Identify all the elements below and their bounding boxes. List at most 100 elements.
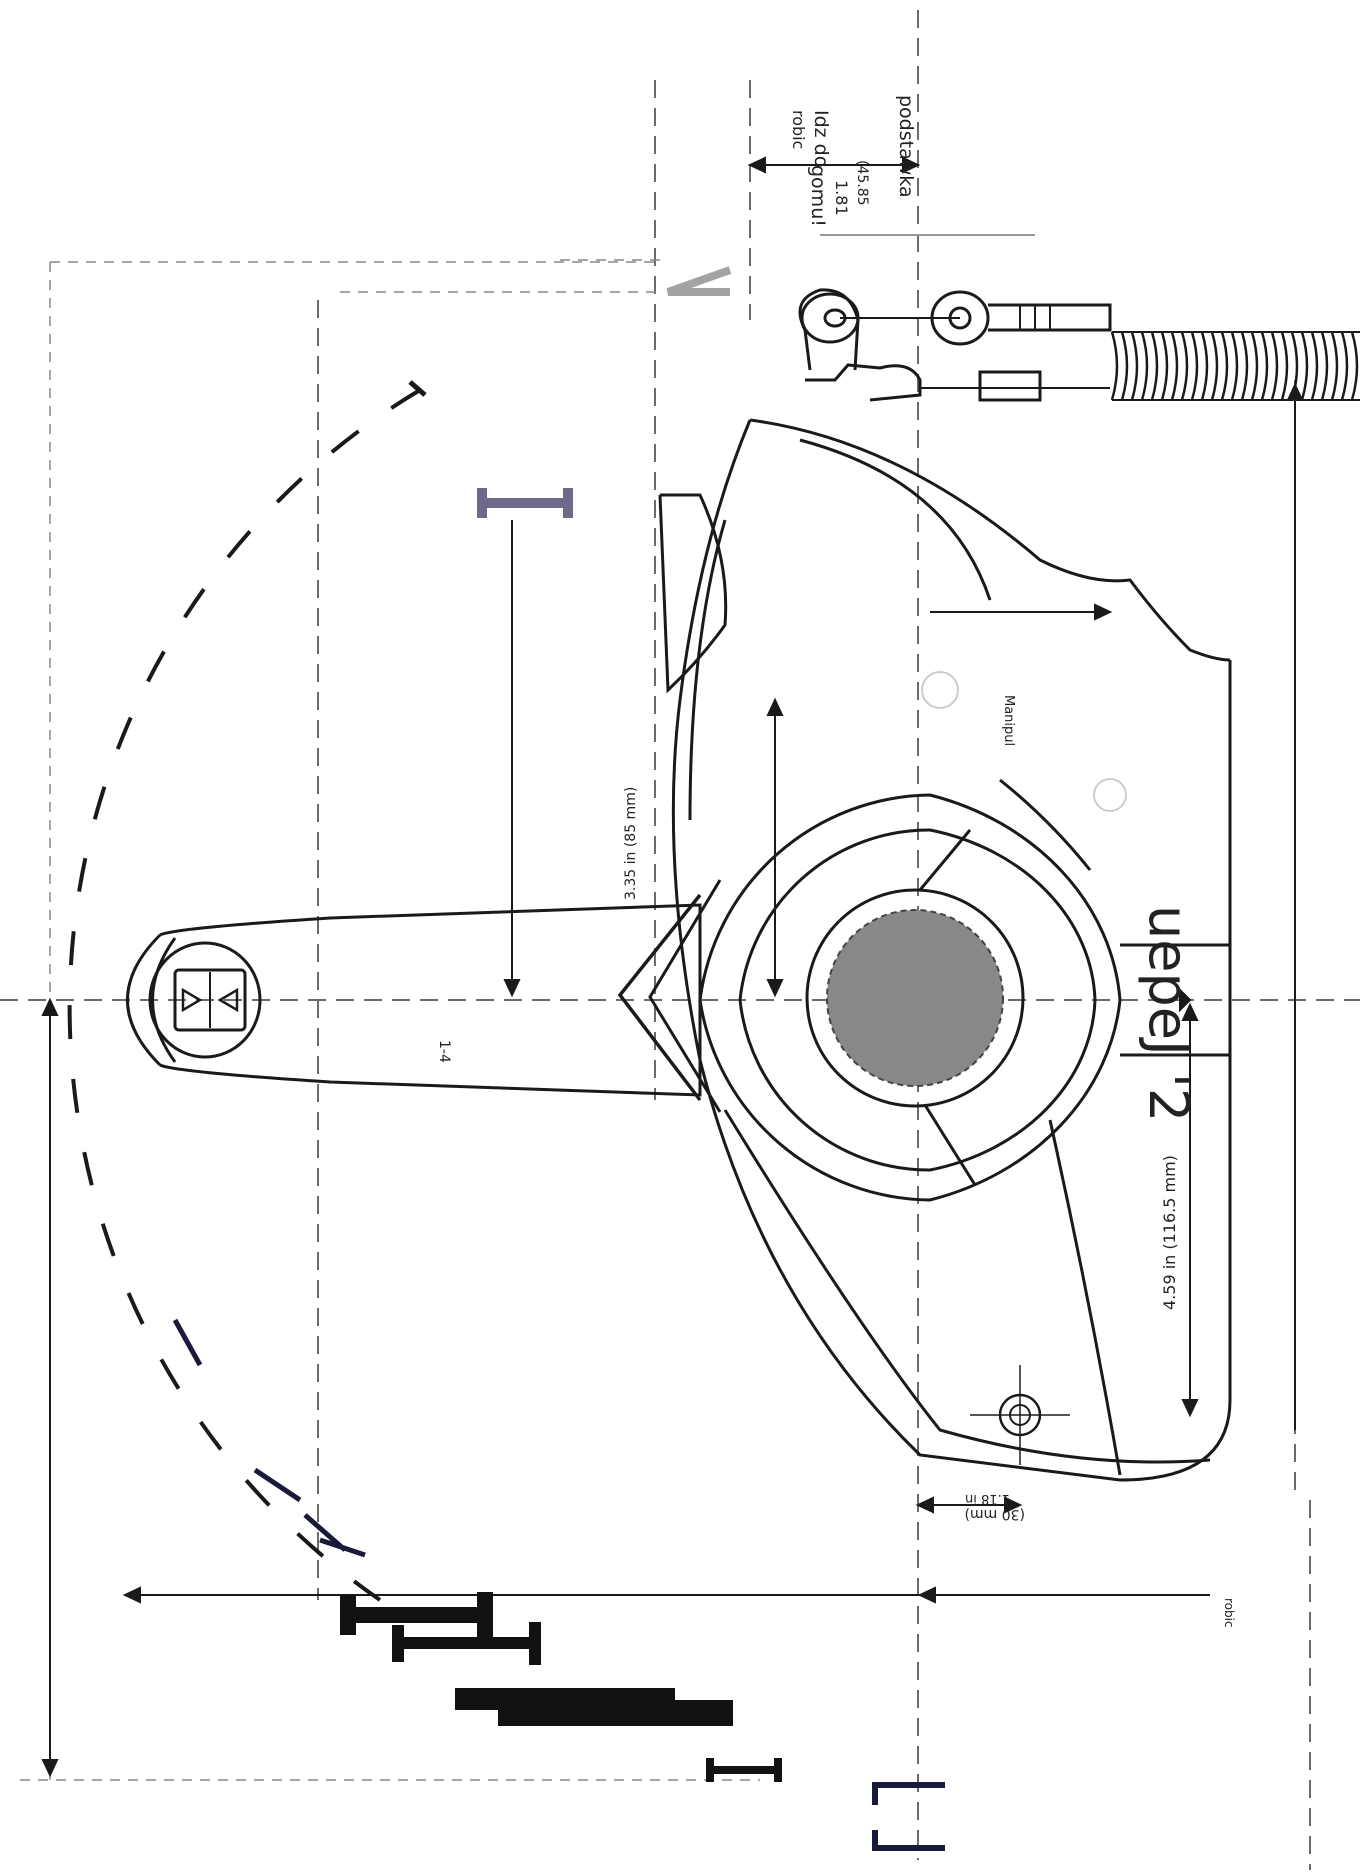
grip-arrow-right-icon	[217, 987, 239, 1013]
purple-marker	[477, 488, 573, 518]
black-marker-3	[706, 1758, 782, 1782]
hub-spoke-bottom	[923, 1104, 977, 1186]
housing-foot	[1120, 943, 1232, 1057]
housing-outline	[671, 419, 1232, 1482]
coil-loop	[1260, 331, 1269, 401]
coil-loop	[1120, 331, 1129, 401]
marker-artifacts	[172, 266, 945, 1851]
label-big: uepeJ '2	[1137, 905, 1200, 1122]
label-top-right-a: Idz do	[810, 110, 832, 167]
coil-loop	[1280, 331, 1289, 401]
label-small-bottom: robic	[1222, 1598, 1236, 1628]
hub-spoke-top	[918, 829, 972, 891]
coil-loop	[1270, 331, 1279, 401]
hub-middle-ring	[738, 828, 1097, 1172]
coil-loop	[1310, 331, 1319, 401]
coil-loop	[1160, 331, 1169, 401]
coil-loop	[1210, 331, 1219, 401]
dim-right-arrow-t	[1181, 1002, 1199, 1021]
housing-left-inner	[688, 519, 727, 821]
cord-sleeve	[978, 370, 1042, 402]
coil-loop	[1340, 331, 1349, 401]
hub-inner-ring	[805, 888, 1025, 1108]
label-top-right-b: podstawka	[895, 95, 917, 198]
control-housing	[658, 418, 1232, 1482]
hub	[698, 793, 1122, 1202]
dim-center-arrow-t	[766, 697, 784, 716]
dim-fin-arrow	[1094, 603, 1113, 621]
label-dim-top-mm: (45.85	[854, 160, 870, 206]
key-teeth	[1019, 305, 1051, 330]
label-dim-center: 3.35 in (85 mm)	[623, 787, 639, 900]
hub-outer-ring	[698, 793, 1122, 1202]
switch-body	[805, 363, 922, 402]
labels: Idz do podstawka robic gomu! 1.81 (45.85…	[436, 95, 1236, 1628]
label-manual: Manipul	[1001, 695, 1016, 746]
coiled-cord	[1110, 331, 1360, 401]
label-dim-bottom-left: (30 mm)	[965, 1506, 1025, 1522]
coil-loop	[1230, 331, 1239, 401]
grip-button	[173, 968, 247, 1032]
label-small-left: 1-4	[436, 1040, 452, 1063]
arc-tick-4	[319, 1537, 366, 1558]
coil-loop	[1250, 331, 1259, 401]
grip-ring	[148, 941, 262, 1059]
safety-lanyard	[798, 288, 1112, 402]
coil-loop	[1110, 331, 1119, 401]
lever-grip	[148, 941, 262, 1059]
dim-left-arrow-b	[503, 979, 521, 998]
label-dim-right: 4.59 in (116.5 mm)	[1160, 1155, 1179, 1310]
mounting-screw	[970, 1365, 1070, 1465]
label-top-right-d: gomu!	[807, 165, 829, 227]
dim-bottom-small-arrow-l	[915, 1496, 934, 1514]
black-marker-1	[340, 1592, 493, 1640]
housing-top-inner	[799, 438, 992, 601]
dim-far-right-arrow	[1286, 382, 1304, 401]
coil-loop	[1180, 331, 1189, 401]
housing-mark-2	[1093, 778, 1127, 812]
arc-start-tick	[408, 380, 427, 397]
coil-loop	[1140, 331, 1149, 401]
housing-top-edge	[749, 418, 1231, 662]
dimensions	[41, 156, 1304, 1778]
coil-loop	[1220, 331, 1229, 401]
housing-bottom-inner	[723, 1109, 1211, 1464]
key-bow	[930, 290, 990, 346]
housing-fin	[658, 493, 728, 694]
coil-loop	[1300, 331, 1309, 401]
coil-loop	[1170, 331, 1179, 401]
dim-top-arrow-r	[902, 156, 921, 174]
lever-arm	[126, 879, 722, 1113]
coil-loop	[1320, 331, 1329, 401]
swing-arc	[67, 388, 422, 1602]
housing-rib-top	[999, 778, 1092, 871]
dim-bottom-long-arrow-l	[122, 1586, 141, 1604]
dim-bottom-long-arrow-m	[917, 1586, 936, 1604]
lever-chevron-inner	[648, 879, 722, 1113]
gray-marker	[666, 266, 732, 296]
label-dim-bottom-left-in: 1.18 in	[965, 1491, 1010, 1506]
coil-loop	[1190, 331, 1199, 401]
housing-mark-1	[921, 671, 959, 709]
lever-tip-inner	[151, 937, 177, 1063]
grip-arrow-left-icon	[181, 987, 203, 1013]
black-bar-2	[498, 1700, 733, 1726]
dim-center-arrow-b	[766, 979, 784, 998]
hub-shaft	[826, 909, 1004, 1087]
coil-loop	[1150, 331, 1159, 401]
dim-left-long-arrow-b	[41, 1759, 59, 1778]
lever-tip-outer	[126, 933, 162, 1067]
coil-edge	[1112, 331, 1360, 401]
arc-tick-2	[253, 1467, 302, 1503]
label-dim-top: 1.81	[832, 180, 851, 216]
dim-bottom-small-arrow-r	[1004, 1496, 1023, 1514]
coil-loop	[1240, 331, 1249, 401]
dim-top-arrow-l	[747, 156, 766, 174]
coil-loop	[1350, 331, 1359, 401]
corner-bracket	[872, 1782, 945, 1851]
lever-chevron	[617, 893, 702, 1102]
key-bow-hole	[948, 306, 972, 330]
black-marker-2	[392, 1622, 541, 1665]
